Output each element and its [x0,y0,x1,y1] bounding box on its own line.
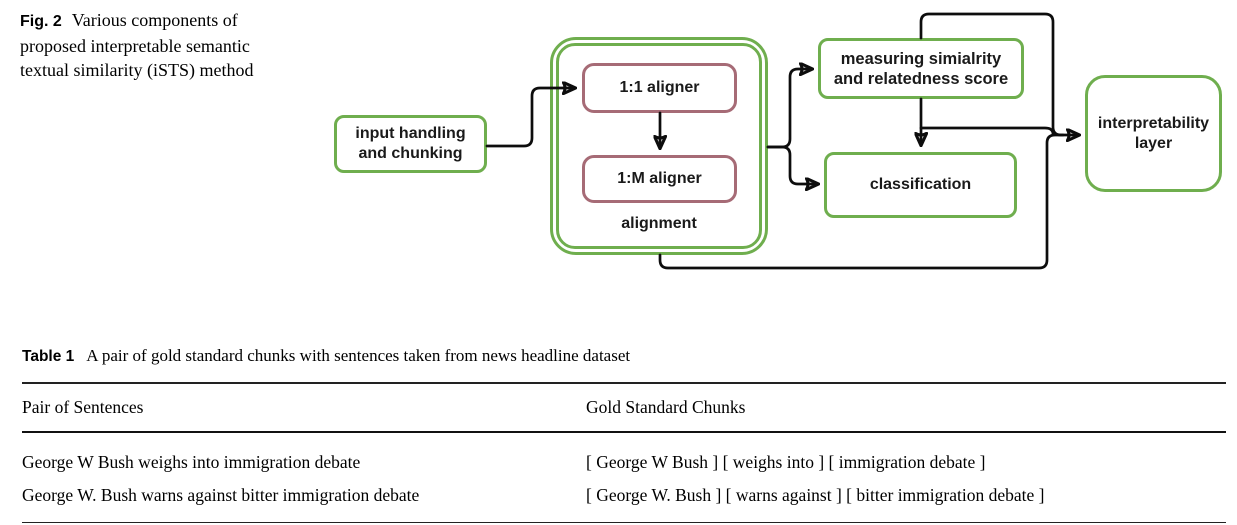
table-header-row: Pair of Sentences Gold Standard Chunks [22,384,1226,431]
edge-alignment-to-measuring [766,69,811,149]
node-label: and chunking [358,145,463,162]
node-input-handling: input handling and chunking [334,115,487,173]
cell-sentence: George W. Bush warns against bitter immi… [22,485,420,505]
table-1: Table 1 A pair of gold standard chunks wi… [22,346,1226,523]
edge-alignment-to-classification [766,145,817,184]
column-header-pair-of-sentences: Pair of Sentences [22,397,144,417]
node-label: 1:M aligner [617,170,702,187]
node-1-1-aligner: 1:1 aligner [582,63,737,113]
figure-caption-text: Various components of proposed interpret… [20,10,254,80]
cell-chunks: [ George W Bush ] [ weighs into ] [ immi… [586,452,986,472]
edge-classification-branch-to-interpretability [919,126,1055,136]
node-label: 1:1 aligner [619,79,700,96]
table-row: George W. Bush warns against bitter immi… [22,484,1226,506]
table-caption-text: A pair of gold standard chunks with sent… [86,346,631,365]
table-row: George W Bush weighs into immigration de… [22,451,1226,473]
ists-flow-diagram: input handling and chunking 1:1 aligner … [334,12,1222,270]
table-rule-header [22,431,1226,433]
node-classification: classification [824,152,1017,218]
node-label: input handling [355,125,466,142]
cell-chunks: [ George W. Bush ] [ warns against ] [ b… [586,485,1045,505]
node-interpretability-layer: interpretability layer [1085,75,1222,192]
node-label: interpretability [1097,114,1210,132]
alignment-label: alignment [621,215,697,232]
node-label: and relatedness score [833,69,1009,88]
table-rule-bottom [22,522,1226,523]
node-label: layer [1134,134,1173,152]
cell-sentence: George W Bush weighs into immigration de… [22,452,361,472]
node-label: measuring simialrity [840,49,1002,68]
node-1-m-aligner: 1:M aligner [582,155,737,203]
column-header-gold-standard-chunks: Gold Standard Chunks [586,397,746,417]
node-measuring-similarity: measuring simialrity and relatedness sco… [818,38,1024,99]
table-caption: Table 1 A pair of gold standard chunks wi… [22,346,1226,367]
table-rule-top [22,382,1226,384]
table-label: Table 1 [22,348,75,365]
figure-label: Fig. 2 [20,13,62,30]
node-label: classification [869,176,972,193]
